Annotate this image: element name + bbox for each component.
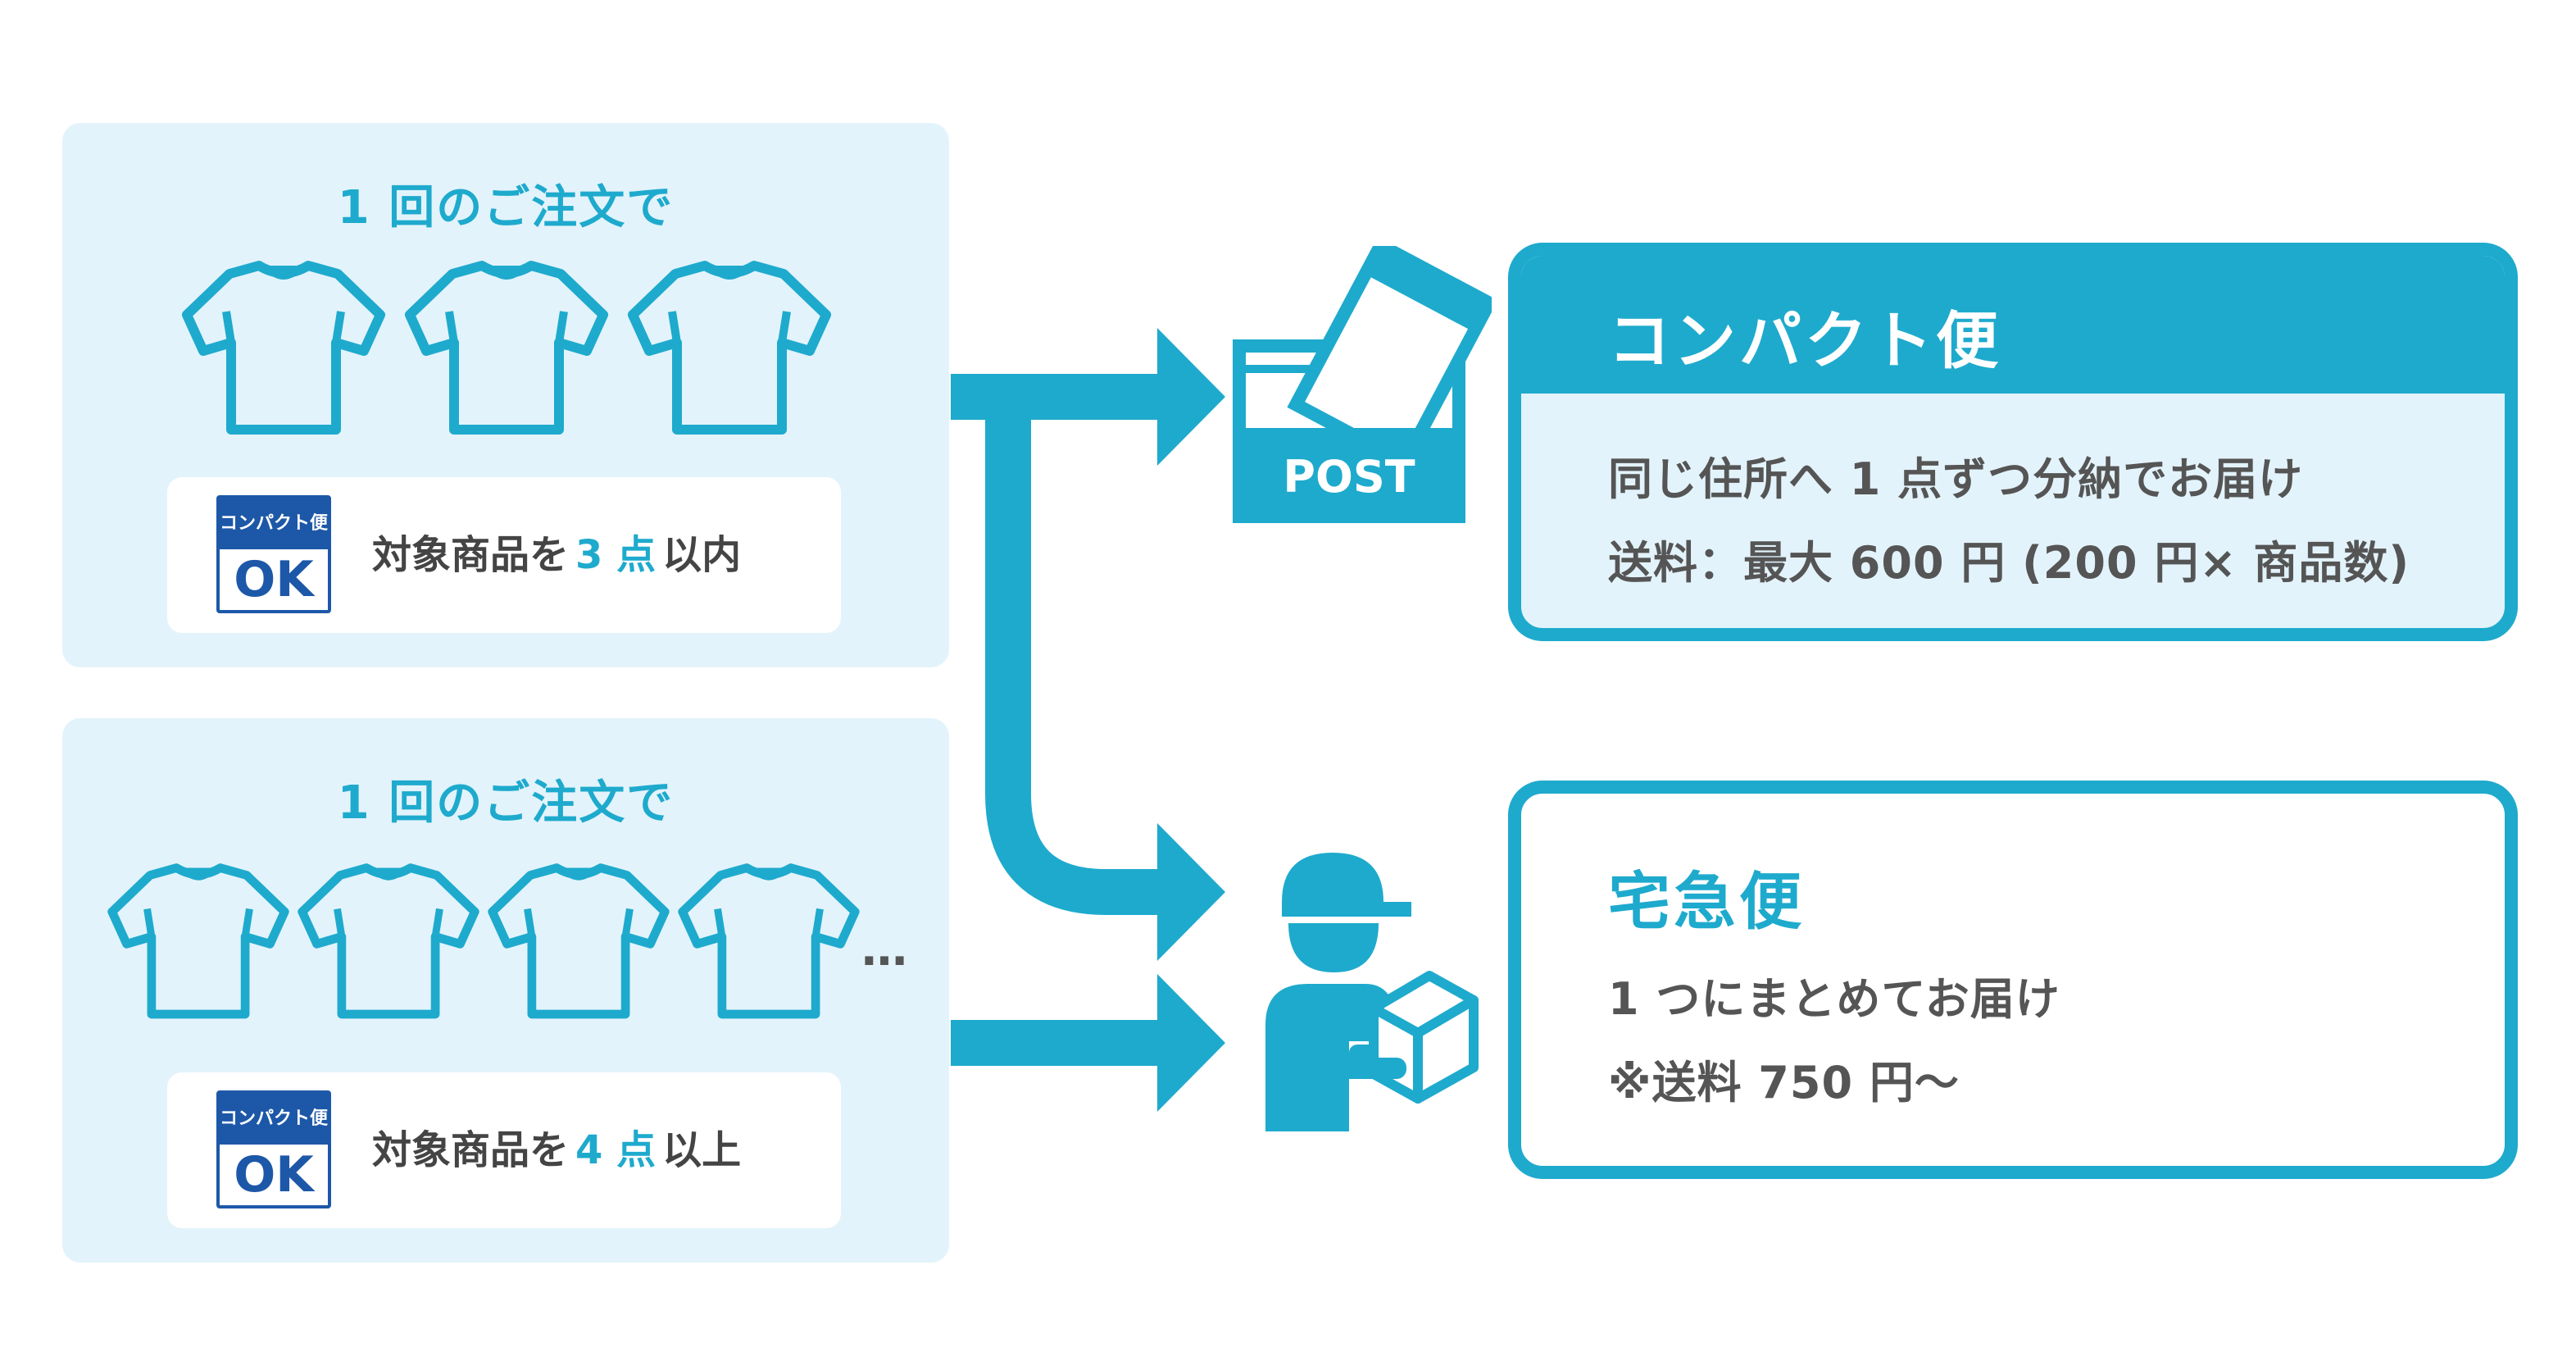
arrow-shaft-compact — [951, 374, 1172, 420]
condition-prefix: 対象商品を — [372, 1127, 570, 1173]
t-shirt-icon — [405, 261, 608, 435]
compact-service-box: コンパクト便 同じ住所へ 1 点ずつ分納でお届け 送料：最大 600 円 (20… — [1508, 243, 2518, 641]
badge-label: コンパクト便 — [220, 1094, 328, 1145]
arrow-head-branch — [1157, 823, 1225, 961]
compact-service-description: 同じ住所へ 1 点ずつ分納でお届け — [1608, 453, 2304, 505]
badge-label: コンパクト便 — [220, 498, 328, 549]
order-heading: 1 回のご注文で — [337, 776, 675, 830]
home-delivery-title: 宅急便 — [1608, 865, 1805, 938]
compact-service-fee: 送料：最大 600 円 (200 円× 商品数) — [1608, 537, 2410, 589]
arrow-branch-line — [985, 397, 1172, 915]
condition-prefix: 対象商品を — [372, 532, 570, 578]
badge-ok-text: OK — [234, 1146, 314, 1204]
home-delivery-fee: ※送料 750 円〜 — [1608, 1057, 1960, 1108]
compact-service-title: コンパクト便 — [1608, 304, 2001, 377]
order-heading: 1 回のご注文で — [337, 181, 675, 234]
badge-ok-text: OK — [234, 551, 314, 608]
home-delivery-description: 1 つにまとめてお届け — [1608, 973, 2060, 1025]
condition-number: 3 点 — [575, 532, 656, 578]
compact-ok-badge: コンパクト便 OK — [216, 495, 331, 613]
condition-number: 4 点 — [575, 1127, 656, 1173]
condition-suffix: 以上 — [662, 1127, 742, 1173]
compact-service-header: コンパクト便 — [1521, 256, 2505, 394]
home-delivery-box: 宅急便 1 つにまとめてお届け ※送料 750 円〜 — [1508, 781, 2518, 1179]
t-shirt-icon — [628, 261, 831, 435]
condition-suffix: 以内 — [662, 532, 742, 578]
t-shirt-icon — [678, 863, 860, 1019]
t-shirt-icon — [298, 863, 479, 1019]
more-items-indicator: … — [861, 923, 909, 976]
t-shirt-icon — [182, 261, 385, 435]
compact-ok-badge: コンパクト便 OK — [216, 1090, 331, 1209]
arrow-shaft-home — [951, 1020, 1172, 1066]
post-label: POST — [1283, 451, 1415, 503]
t-shirt-icon — [107, 863, 289, 1019]
arrow-head-compact — [1157, 328, 1225, 466]
delivery-person-icon — [1265, 853, 1479, 1131]
post-box-icon: POST — [1233, 246, 1492, 523]
t-shirt-icon — [488, 863, 670, 1019]
arrow-head-home — [1157, 974, 1225, 1112]
